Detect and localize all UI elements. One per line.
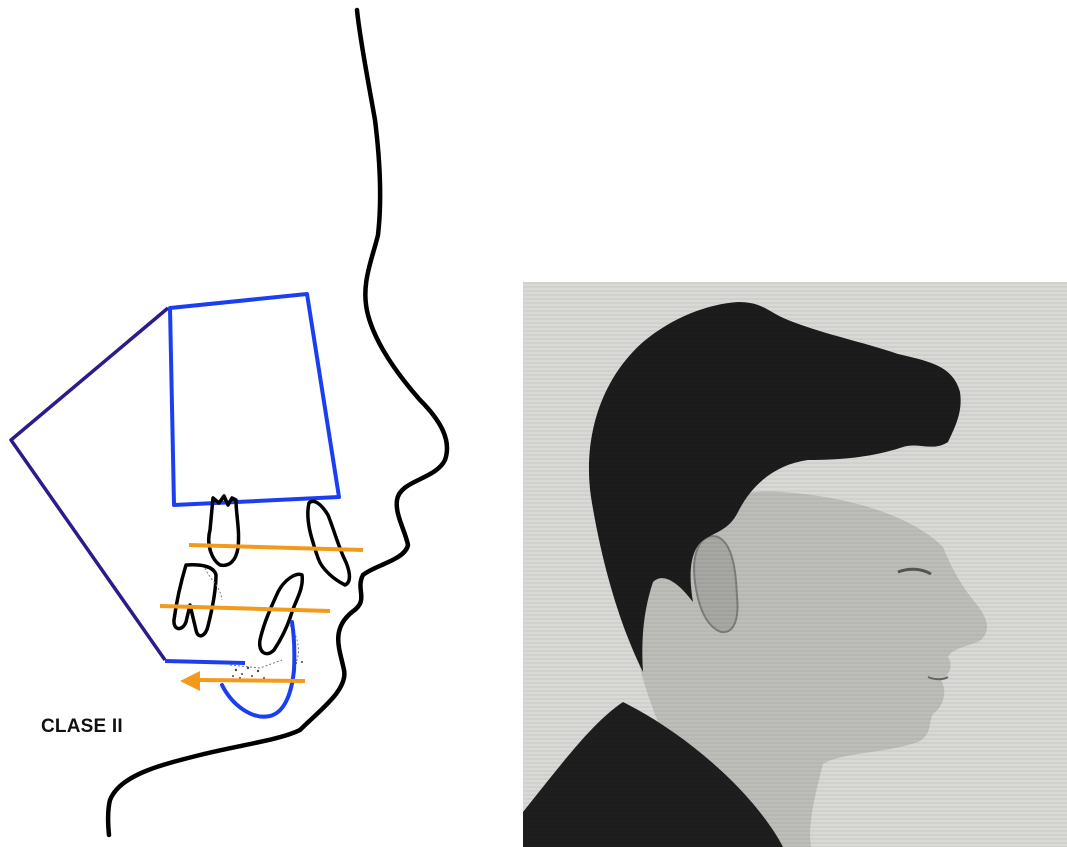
upper-incisor bbox=[308, 501, 350, 585]
cranial-base-line bbox=[11, 308, 168, 660]
occlusal-line-lower bbox=[160, 606, 330, 611]
occlusal-line-upper bbox=[189, 545, 363, 550]
profile-photo bbox=[523, 282, 1067, 847]
mandible-base-line bbox=[165, 661, 245, 663]
occlusal-line-mandible bbox=[196, 680, 305, 681]
left-arrow-icon bbox=[180, 671, 200, 691]
maxilla-box bbox=[170, 294, 339, 505]
class-label: CLASE II bbox=[41, 716, 123, 738]
upper-molar bbox=[209, 496, 239, 565]
